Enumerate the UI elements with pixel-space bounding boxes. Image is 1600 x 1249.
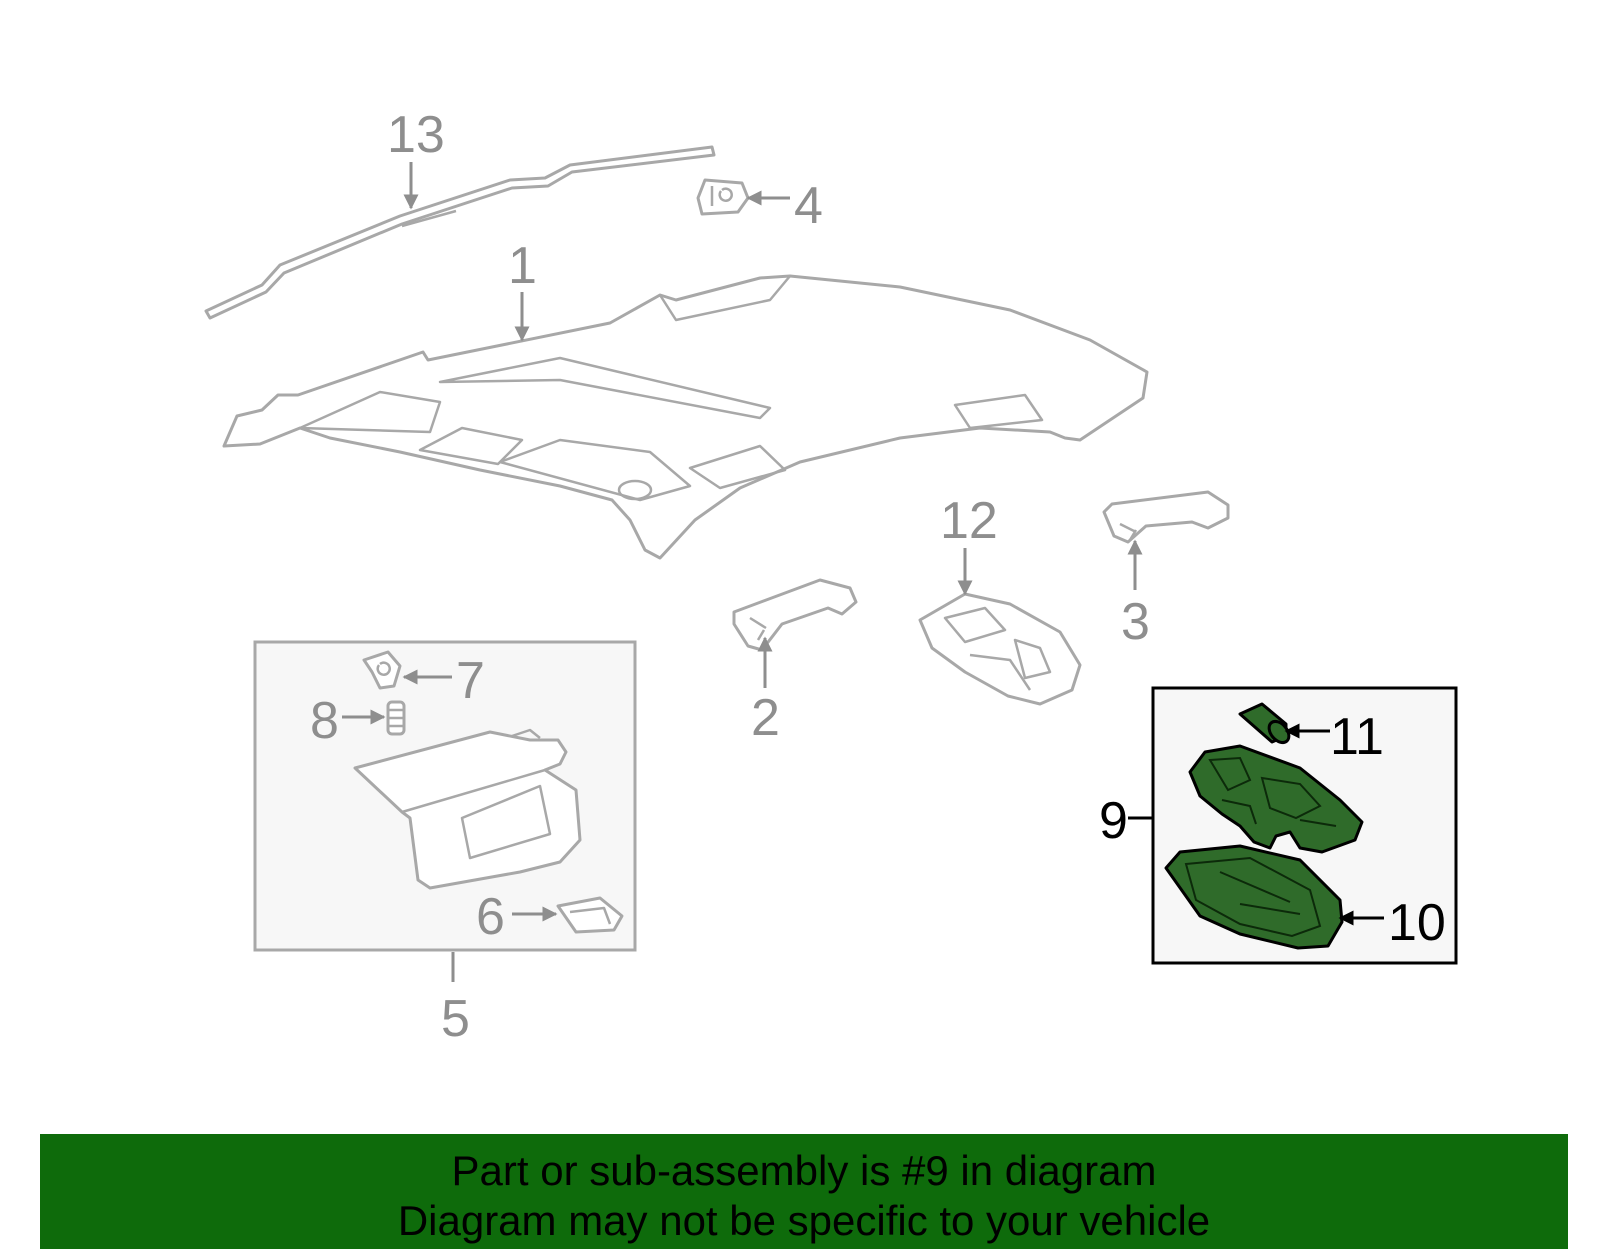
banner-line-1: Part or sub-assembly is #9 in diagram [451,1147,1157,1194]
part-13-roof-rail [204,145,716,320]
part-4-clip [696,178,750,216]
part-6-clip [556,896,624,934]
banner-line-2: Diagram may not be specific to your vehi… [397,1197,1211,1244]
part-7-clip [362,650,402,690]
part-10-lens [1164,844,1344,950]
callout-4: 4 [794,177,823,235]
part-8-pin [386,700,406,736]
callout-6: 6 [476,888,505,946]
part-12-overhead-console [918,592,1082,706]
callout-3: 3 [1121,593,1150,651]
callout-1: 1 [508,237,537,295]
callout-2: 2 [751,689,780,747]
part-1-headliner [222,274,1149,560]
part-3-grab-handle [1102,490,1230,544]
part-5-sun-visor [353,728,582,890]
part-9-lamp-housing [1188,744,1364,854]
callout-8: 8 [310,692,339,750]
callout-11: 11 [1330,708,1384,766]
part-2-grab-handle [732,578,858,652]
callout-7: 7 [456,652,485,710]
callout-12: 12 [940,492,998,550]
callout-10: 10 [1388,894,1446,952]
callout-13: 13 [387,106,445,164]
info-banner: Part or sub-assembly is #9 in diagram Di… [40,1134,1568,1249]
callout-9: 9 [1099,792,1128,850]
callout-5: 5 [441,990,470,1048]
